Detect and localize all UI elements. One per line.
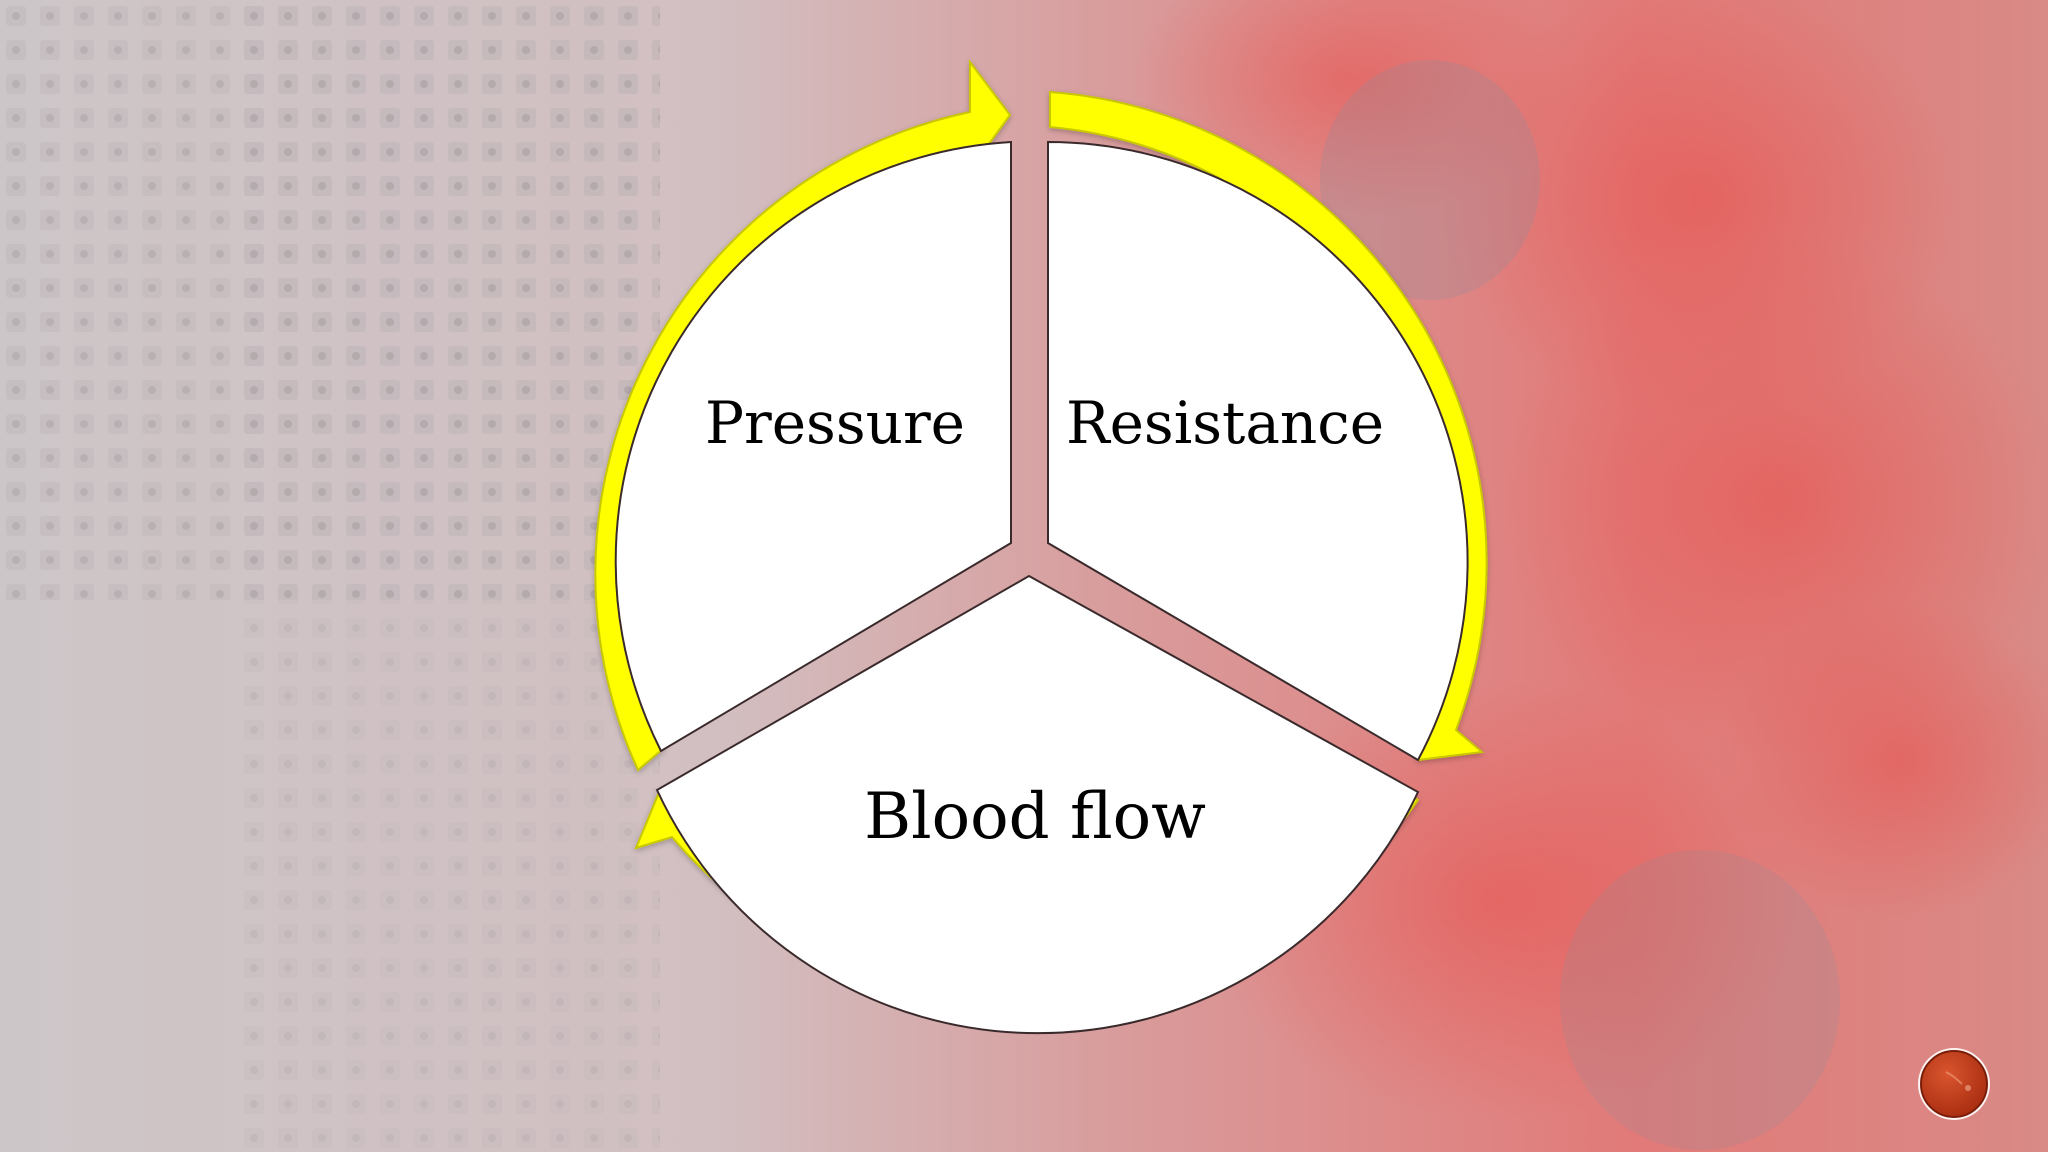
segment-pressure xyxy=(614,140,1012,753)
segment-label-blood-flow: Blood flow xyxy=(864,780,1206,854)
cycle-segments xyxy=(614,140,1469,1035)
segment-label-resistance: Resistance xyxy=(1066,389,1384,457)
segment-blood-flow xyxy=(655,574,1420,1035)
next-slide-button[interactable] xyxy=(1916,1046,1992,1122)
next-slide-icon xyxy=(1945,1071,1971,1091)
segment-resistance xyxy=(1047,140,1469,762)
segment-label-pressure: Pressure xyxy=(705,389,965,457)
